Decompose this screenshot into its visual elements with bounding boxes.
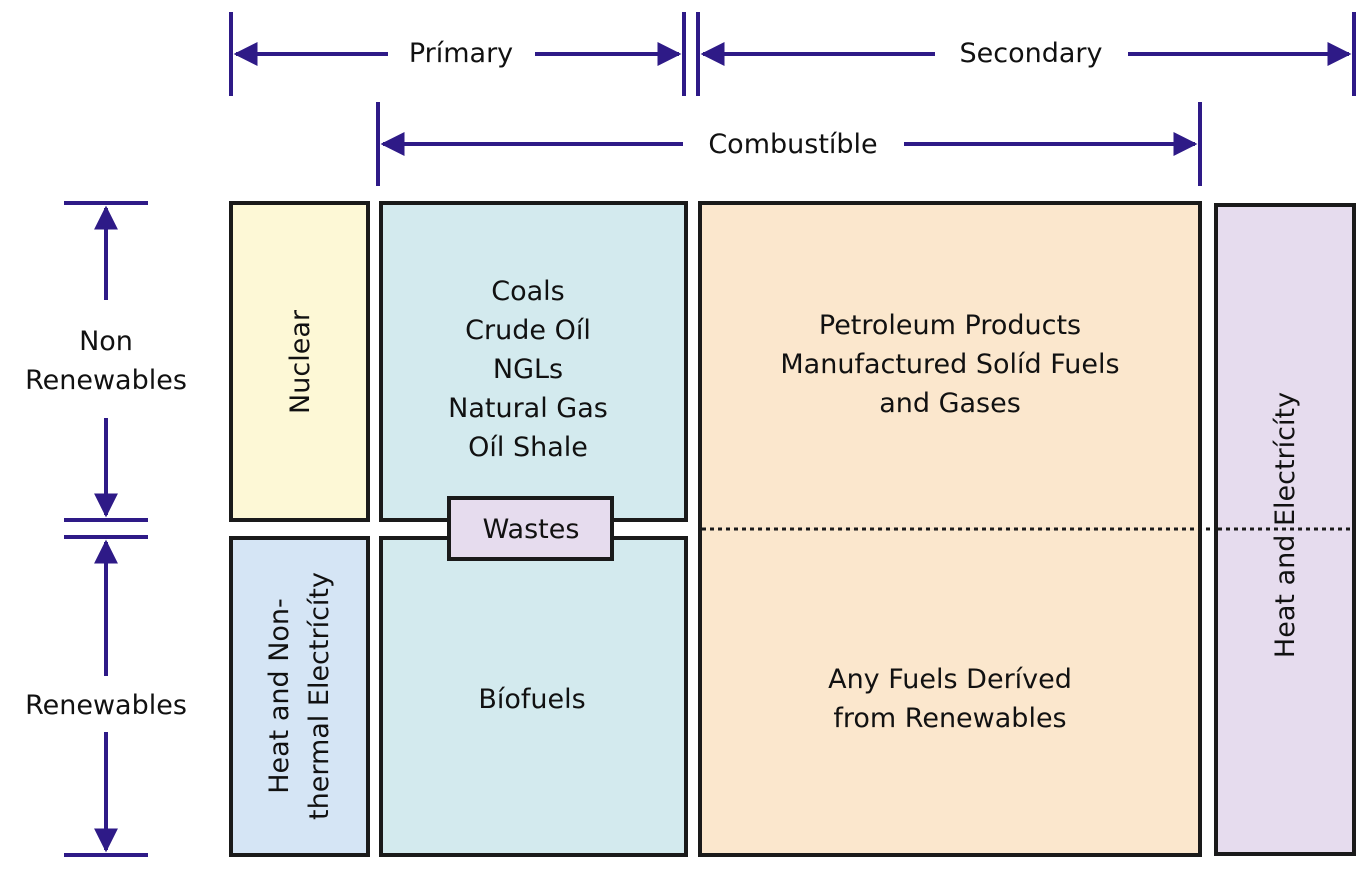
heat-nonthermal-label-line1: Heat and Non- bbox=[264, 598, 295, 794]
secondary-nonrenew-line1: Petroleum Products bbox=[819, 310, 1081, 341]
renewables-label: Renewables bbox=[25, 690, 187, 721]
secondary-label: Secondary bbox=[960, 38, 1103, 69]
fossil-fuel-crude-oil: Crude Oíl bbox=[465, 315, 591, 346]
fossil-fuel-natural-gas: Natural Gas bbox=[448, 393, 608, 424]
fossil-fuel-oil-shale: Oíl Shale bbox=[468, 432, 588, 463]
non-renewables-label-line2: Renewables bbox=[25, 365, 187, 396]
secondary-nonrenew-line2: Manufactured Solíd Fuels bbox=[780, 349, 1119, 380]
biofuels-label: Bíofuels bbox=[478, 684, 585, 715]
secondary-renew-line2: from Renewables bbox=[833, 703, 1066, 734]
non-renewables-dimension bbox=[64, 201, 148, 522]
heat-electricity-label: Heat and Electrícíty bbox=[1270, 392, 1301, 658]
secondary-nonrenew-line3: and Gases bbox=[879, 388, 1021, 419]
heat-nonthermal-box bbox=[229, 536, 370, 857]
renewables-dimension bbox=[64, 535, 148, 857]
secondary-dimension bbox=[696, 12, 1356, 96]
nuclear-box bbox=[229, 201, 370, 522]
fossil-fuel-ngls: NGLs bbox=[493, 354, 563, 385]
nuclear-label: Nuclear bbox=[285, 309, 316, 414]
fossil-fuel-coals: Coals bbox=[491, 276, 565, 307]
non-renewables-label-line1: Non bbox=[79, 326, 133, 357]
heat-nonthermal-label-line2: thermal Electrícíty bbox=[304, 572, 335, 820]
biofuels-box bbox=[379, 536, 688, 857]
wastes-label: Wastes bbox=[483, 514, 580, 545]
combustible-dimension bbox=[376, 102, 1202, 186]
fossil-fuels-box bbox=[379, 201, 688, 522]
primary-label: Prímary bbox=[409, 38, 513, 69]
secondary-renew-line1: Any Fuels Deríved bbox=[828, 664, 1072, 695]
combustible-label: Combustíble bbox=[708, 129, 877, 160]
primary-dimension bbox=[229, 12, 686, 96]
wastes-box bbox=[447, 496, 614, 561]
